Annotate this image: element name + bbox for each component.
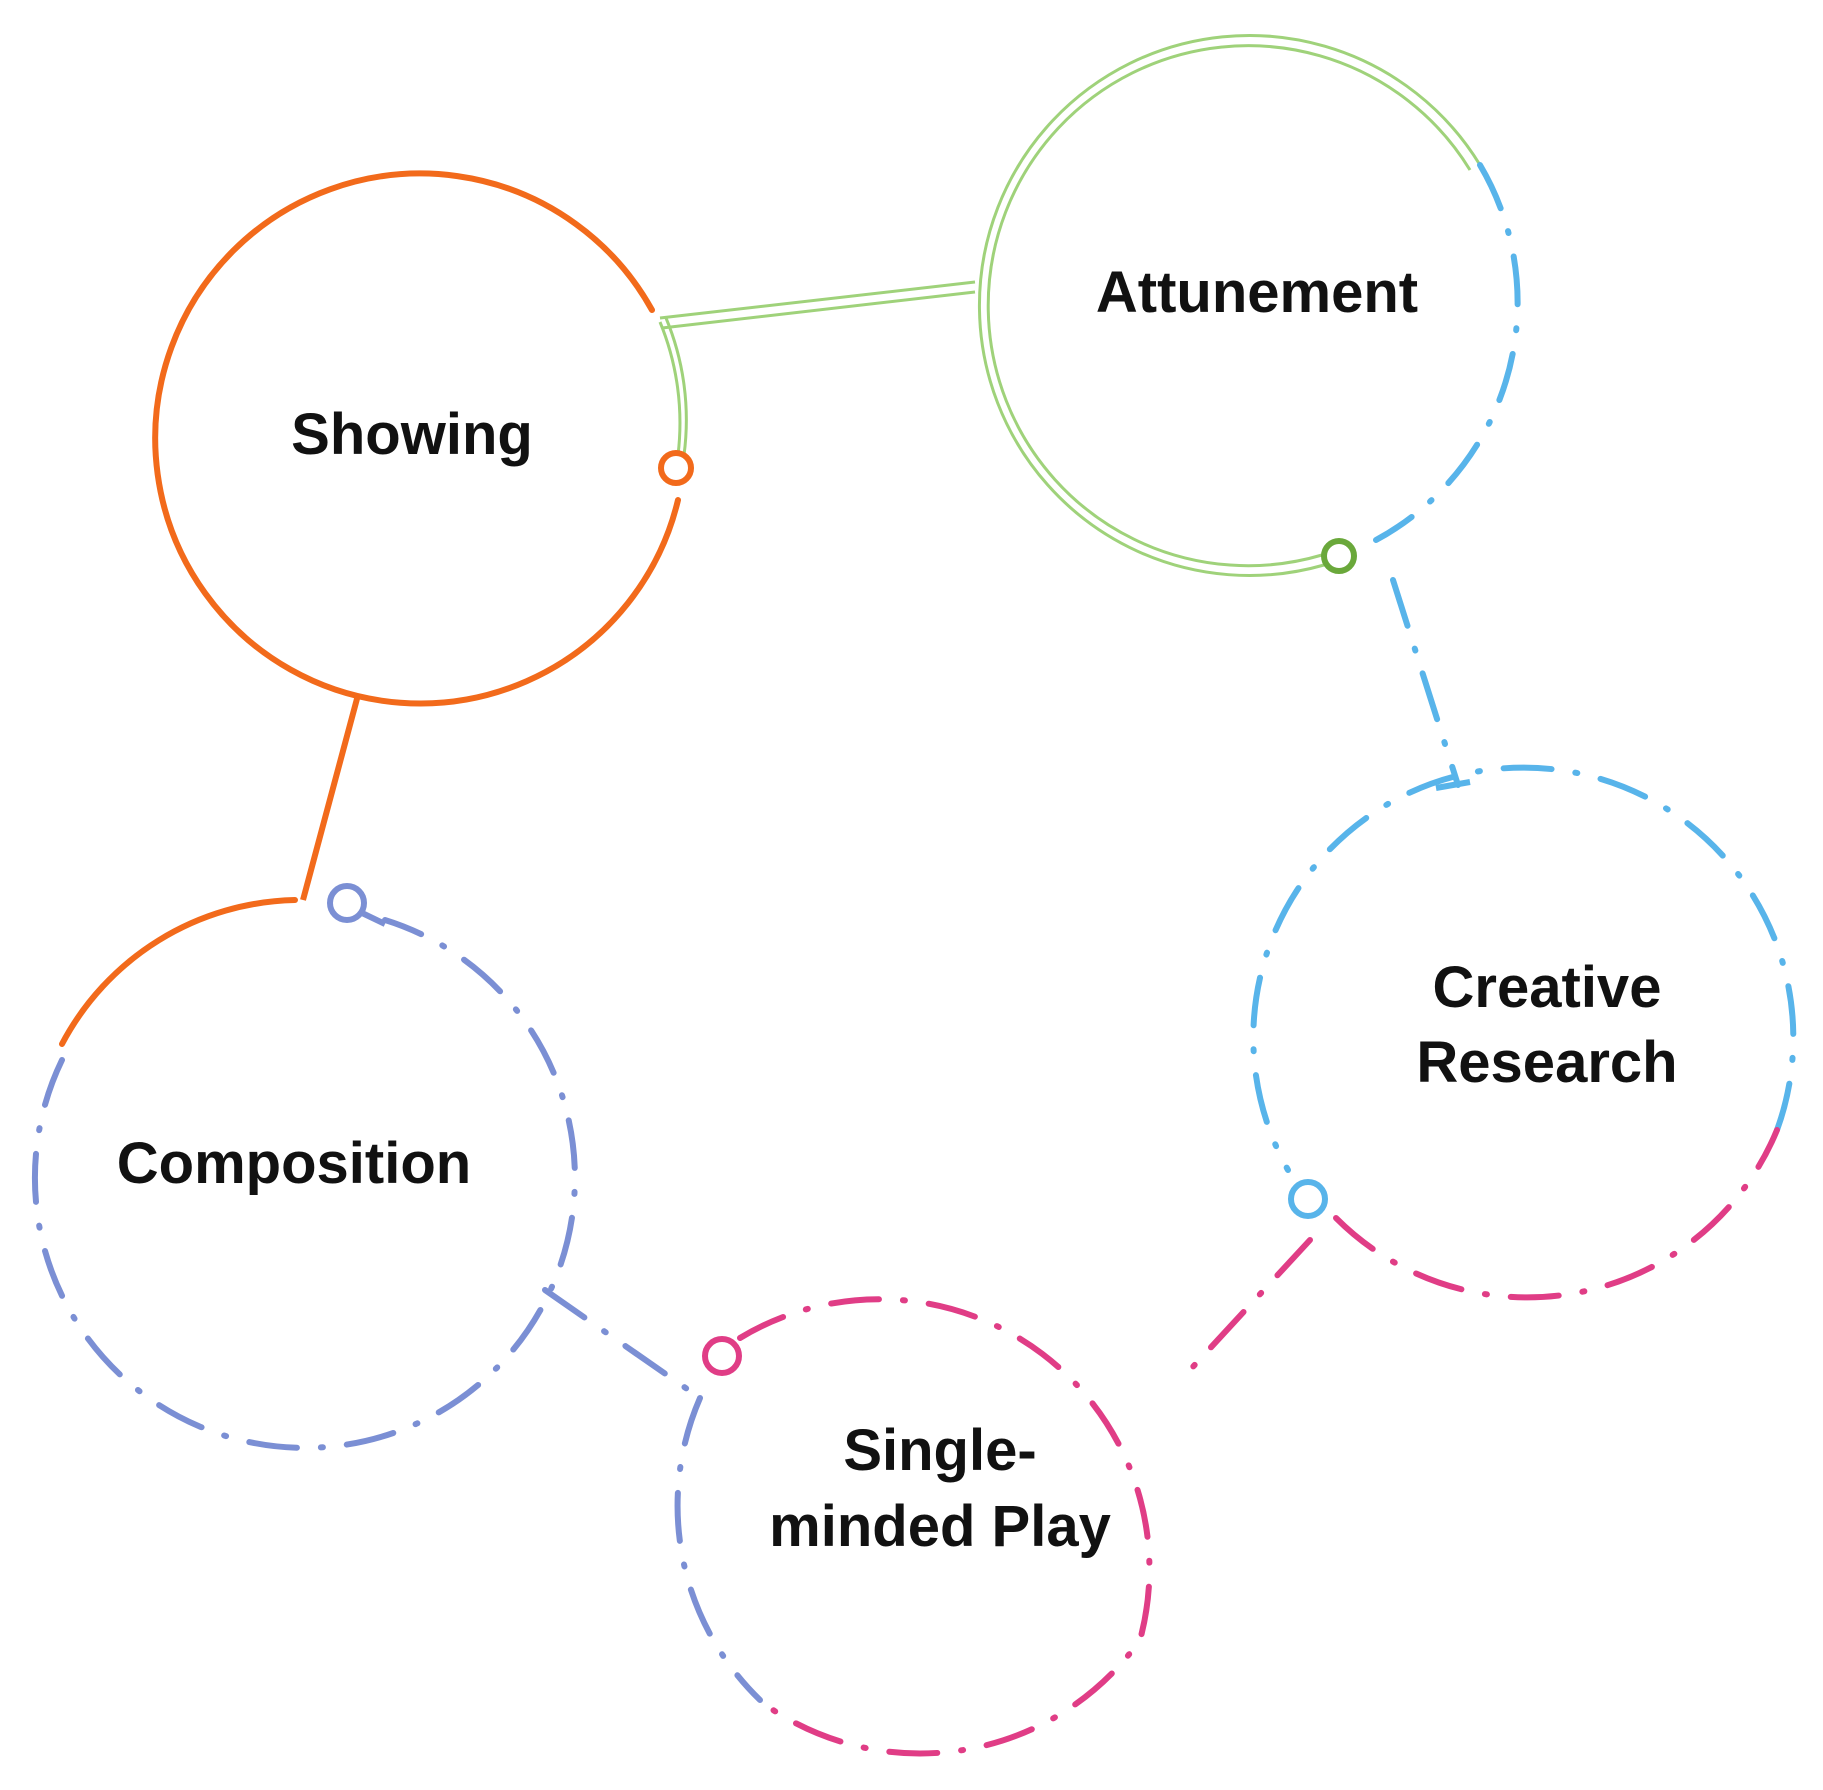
link-research-play — [1187, 1237, 1313, 1373]
showing-label: Showing — [291, 402, 533, 467]
composition-circle-orange — [59, 897, 298, 1047]
creative-research-label-line2: Research — [1416, 1030, 1677, 1095]
composition-connector-node — [327, 883, 367, 923]
attunement-circle-outer — [977, 34, 1482, 577]
link-showing-attunement-b — [661, 290, 976, 330]
showing-attunement-arc — [658, 321, 682, 456]
creative-research-circle-pink — [1333, 1127, 1780, 1301]
node-creative-research: Creative Research — [1250, 577, 1797, 1301]
link-showing-attunement-a — [659, 280, 976, 320]
research-t-bar — [1435, 779, 1471, 791]
composition-connector-stub — [358, 909, 387, 927]
creative-research-connector-node — [1288, 1179, 1328, 1219]
attunement-label: Attunement — [1096, 260, 1418, 325]
play-circle-pink — [737, 1296, 1153, 1757]
showing-connector-node — [658, 450, 694, 486]
node-composition: Composition — [31, 694, 703, 1451]
play-label-line2: minded Play — [769, 1494, 1111, 1559]
creative-research-circle-blue — [1250, 764, 1797, 1173]
composition-circle-dashdot — [31, 917, 578, 1451]
node-attunement: Attunement — [659, 34, 1521, 577]
attunement-circle-inner — [986, 44, 1472, 568]
link-showing-composition — [300, 694, 361, 901]
link-attunement-research — [1390, 577, 1461, 788]
composition-label: Composition — [117, 1131, 471, 1196]
link-composition-play — [542, 1287, 703, 1401]
attunement-connector-node — [1321, 538, 1357, 574]
creative-research-label-line1: Creative — [1433, 955, 1662, 1020]
node-single-minded-play: Single- minded Play — [674, 1237, 1313, 1757]
play-circle-blue — [674, 1395, 763, 1703]
node-showing: Showing — [152, 170, 694, 707]
showing-attunement-arc-inner — [664, 317, 688, 456]
play-connector-node — [702, 1336, 742, 1376]
play-label-line1: Single- — [843, 1418, 1036, 1483]
showing-circle — [152, 170, 681, 707]
attunement-research-arc — [1373, 162, 1521, 543]
